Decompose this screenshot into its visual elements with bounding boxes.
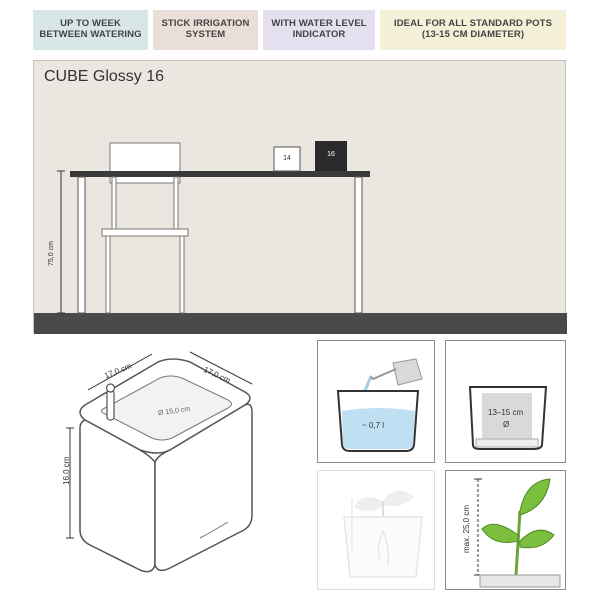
feature-irrigation-line2: SYSTEM xyxy=(185,29,226,40)
pot-size-label: 13–15 cm xyxy=(488,408,524,417)
plant-height-label: max. 25,0 cm xyxy=(462,504,471,553)
pot-large-label: 16 xyxy=(327,151,335,158)
table-leg-right xyxy=(354,176,363,314)
watering-can-icon xyxy=(392,358,423,386)
chair-seat xyxy=(101,228,189,237)
pot-size-symbol: Ø xyxy=(503,420,510,429)
floor xyxy=(34,313,567,334)
chair-back-post-left xyxy=(111,176,117,230)
water-level-indicator xyxy=(106,389,115,421)
faded-pot xyxy=(343,516,423,578)
chair-leg-right xyxy=(179,235,185,314)
leaf-right xyxy=(519,529,555,549)
panel-watering: ~ 0,7 l xyxy=(317,340,435,463)
table-height-label: 75,0 cm xyxy=(48,241,55,266)
panel-root-growth xyxy=(317,470,435,590)
pot-large xyxy=(315,141,347,171)
feature-standard-pots-line2: (13-15 CM DIAMETER) xyxy=(421,29,525,40)
table-top xyxy=(70,171,370,177)
water-volume-label: ~ 0,7 l xyxy=(362,421,385,430)
faded-leaf-left xyxy=(354,497,382,511)
feature-standard-pots-line1: IDEAL FOR ALL STANDARD POTS xyxy=(393,18,553,30)
chair-leg-left xyxy=(105,235,111,314)
feature-watering-line2: BETWEEN WATERING xyxy=(39,29,142,40)
scene-illustration: 14 16 xyxy=(34,141,567,334)
dim-right-line xyxy=(189,351,253,385)
feature-water-level-line1: WITH WATER LEVEL xyxy=(271,18,367,30)
faded-leaf-right xyxy=(384,490,414,506)
pot-size-illustration xyxy=(468,386,548,450)
water-fill xyxy=(342,408,415,449)
feature-standard-pots: IDEAL FOR ALL STANDARD POTS(13-15 CM DIA… xyxy=(380,10,566,50)
feature-irrigation-line1: STICK IRRIGATION xyxy=(161,18,250,30)
cube-dim-height: 16,0 cm xyxy=(62,456,71,485)
watering-illustration xyxy=(336,358,423,452)
panel-pot-size: 13–15 cm Ø xyxy=(445,340,566,463)
chair-back-post-right xyxy=(173,176,179,230)
faded-roots xyxy=(378,530,389,566)
brand-logo-mark xyxy=(199,521,229,539)
inner-pot xyxy=(482,393,532,439)
cube-drawing xyxy=(66,351,253,573)
feature-watering-line1: UP TO WEEK xyxy=(60,18,121,30)
dim-left-line xyxy=(87,353,153,391)
feature-water-level-line2: INDICATOR xyxy=(292,29,346,40)
plant-stem xyxy=(514,510,522,576)
pot-rim xyxy=(479,574,561,588)
room-scene: CUBE Glossy 16 14 16 75,0 cm xyxy=(33,60,567,334)
product-title: CUBE Glossy 16 xyxy=(44,68,165,85)
panel-plant-height: max. 25,0 cm xyxy=(445,470,566,590)
cube-face-right xyxy=(154,403,253,572)
leaf-top-right xyxy=(519,478,551,516)
cube-opening xyxy=(101,375,232,441)
table-leg-left xyxy=(77,176,86,314)
pot-small xyxy=(273,146,301,172)
plant-illustration xyxy=(474,478,561,588)
pot-small-label: 14 xyxy=(283,155,291,162)
leaf-left xyxy=(481,523,519,543)
root-growth-illustration xyxy=(343,490,423,578)
cube-face-left xyxy=(79,419,156,573)
